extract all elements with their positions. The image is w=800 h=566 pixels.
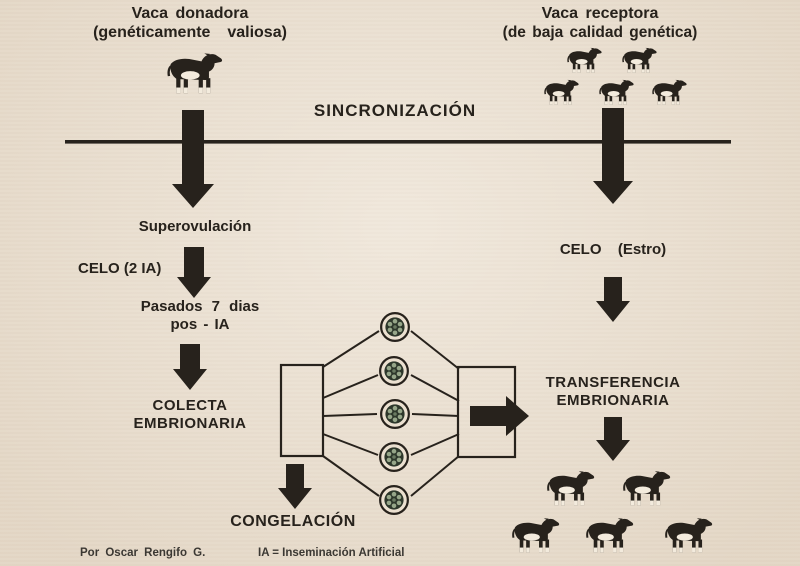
donor-cow — [167, 53, 223, 94]
embryo-icon — [379, 485, 409, 515]
cow-icon — [623, 471, 671, 506]
right-arrow-transfer — [470, 396, 529, 436]
down-arrow-estro — [596, 277, 630, 322]
superovulation-label: Superovulación — [138, 218, 252, 235]
down-arrow-donor — [172, 110, 214, 208]
receptor-title: Vaca receptora — [541, 5, 659, 22]
embryo-column — [379, 312, 410, 515]
collection-box — [279, 363, 325, 458]
cow-icon — [167, 53, 223, 94]
cow-icon — [665, 518, 713, 553]
embryo-icon — [379, 356, 409, 386]
abbreviation-legend: IA = Inseminación Artificial — [258, 547, 405, 559]
freezing-label: CONGELACIÓN — [230, 513, 356, 530]
receptor-subtitle: (de baja calidad genética) — [502, 24, 698, 41]
synchronization-label: SINCRONIZACIÓN — [313, 101, 477, 120]
embryo-icon — [380, 399, 410, 429]
donor-subtitle: (genéticamente valiosa) — [93, 24, 287, 41]
fan-lines-left — [322, 330, 380, 497]
cow-icon — [567, 47, 602, 73]
cow-icon — [547, 471, 595, 506]
celo-2ia-label: CELO (2 IA) — [78, 260, 162, 277]
down-arrow-celo — [177, 247, 211, 298]
fan-lines-right — [410, 330, 460, 497]
wait-days-label-line2: pos - IA — [170, 316, 230, 333]
cow-icon — [622, 47, 657, 73]
author-credit: Por Oscar Rengifo G. — [80, 547, 206, 559]
down-arrow-wait — [173, 344, 207, 390]
collection-label-line1: COLECTA — [152, 397, 228, 414]
embryo-icon — [379, 442, 409, 472]
down-arrow-receptor — [593, 108, 633, 204]
collection-label-line2: EMBRIONARIA — [133, 415, 247, 432]
transfer-label-line1: TRANSFERENCIA — [545, 374, 681, 391]
cow-icon — [599, 79, 634, 105]
down-arrow-freeze — [278, 464, 312, 509]
donor-title: Vaca donadora — [131, 5, 249, 22]
synchronization-line — [65, 140, 731, 144]
transfer-label-line2: EMBRIONARIA — [556, 392, 670, 409]
embryo-icon — [380, 312, 410, 342]
down-arrow-transfer — [596, 417, 630, 461]
result-herd — [512, 471, 713, 553]
cow-icon — [512, 518, 560, 553]
wait-days-label-line1: Pasados 7 dias — [140, 298, 260, 315]
receptor-herd — [544, 47, 687, 105]
cow-icon — [652, 79, 687, 105]
cow-icon — [586, 518, 634, 553]
cow-icon — [544, 79, 579, 105]
celo-estro-label: CELO (Estro) — [559, 241, 667, 258]
